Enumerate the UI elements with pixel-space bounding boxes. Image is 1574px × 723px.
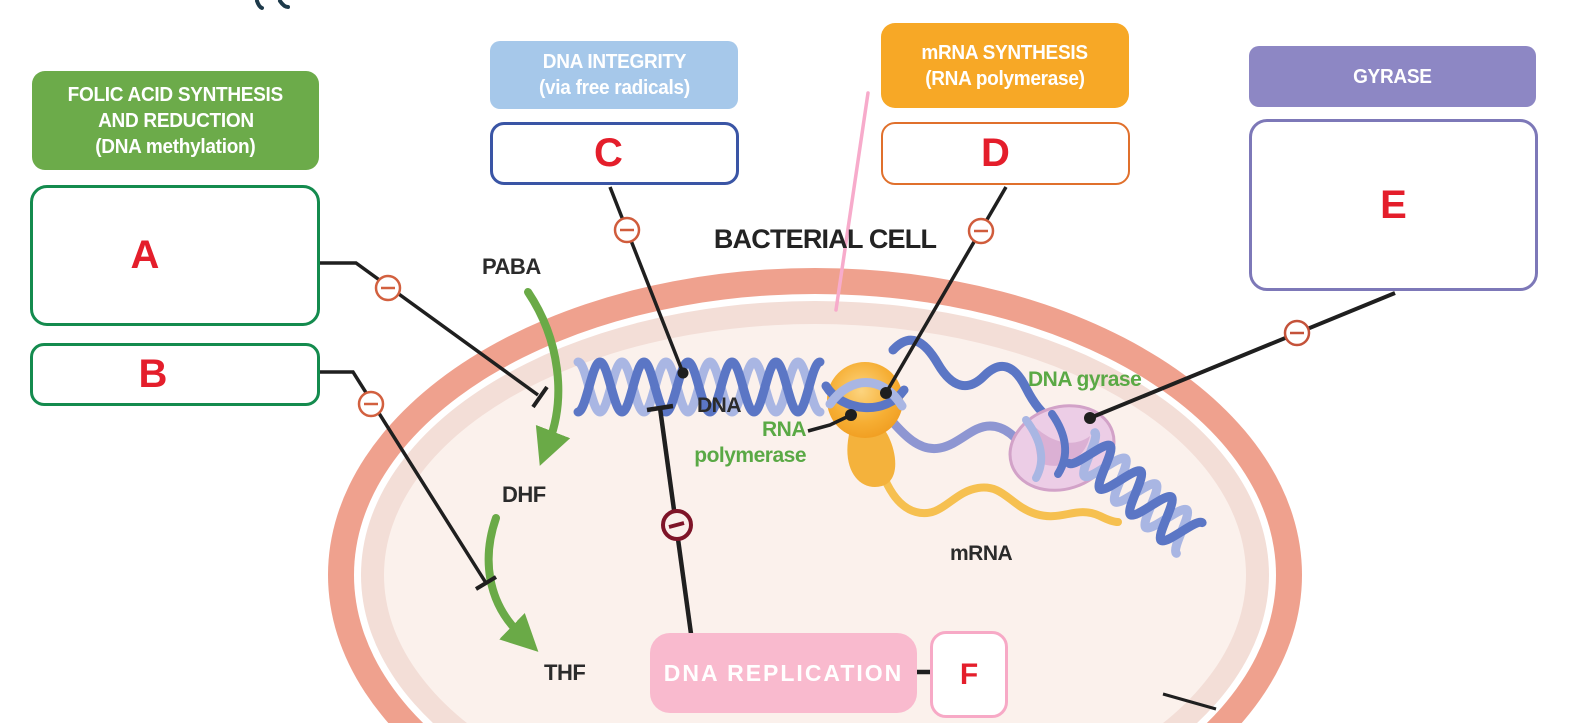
inhibition-icon-a: [374, 274, 402, 302]
answer-letter-d: D: [981, 131, 1010, 175]
answer-box-f[interactable]: F: [930, 631, 1008, 718]
mrna-label: mRNA: [950, 542, 1013, 565]
dna-label: DNA: [697, 394, 742, 417]
answer-letter-b: B: [138, 352, 168, 396]
header-line: mRNA SYNTHESIS: [921, 41, 1089, 64]
answer-box-b[interactable]: B: [30, 343, 320, 406]
answer-box-a[interactable]: A: [30, 185, 320, 326]
dhf-label: DHF: [502, 482, 546, 507]
inhibition-icon-c: [613, 216, 641, 244]
answer-box-e[interactable]: E: [1249, 119, 1538, 291]
thf-label: THF: [544, 660, 586, 685]
answer-letter-f: F: [959, 657, 979, 691]
connector-dots: [677, 367, 1096, 424]
answer-letter-a: A: [130, 233, 160, 277]
dna-replication-pill: DNA REPLICATION: [650, 633, 917, 713]
header-line: DNA INTEGRITY: [542, 51, 686, 73]
dna-strands-right: [881, 335, 1057, 457]
dna-helix-lower-right: [1064, 428, 1207, 558]
header-line: (RNA polymerase): [925, 67, 1085, 90]
answer-letter-c: C: [594, 131, 623, 175]
header-gyrase: GYRASE: [1249, 46, 1536, 107]
inhibition-icon-replication: [661, 509, 693, 541]
paba-label: PABA: [482, 254, 541, 279]
header-line: (via free radicals): [538, 77, 690, 99]
header-line: AND REDUCTION: [97, 109, 254, 132]
header-line: GYRASE: [1353, 65, 1432, 88]
header-mrna-synthesis: mRNA SYNTHESIS (RNA polymerase): [881, 23, 1129, 108]
answer-box-c[interactable]: C: [490, 122, 739, 185]
header-line: FOLIC ACID SYNTHESIS: [67, 83, 284, 106]
inhibition-icons: [357, 216, 1311, 541]
dna-replication-label: DNA REPLICATION: [663, 659, 904, 686]
dna-helix: [573, 357, 825, 417]
answer-letter-e: E: [1380, 182, 1407, 227]
header-folic-acid-synthesis: FOLIC ACID SYNTHESIS AND REDUCTION (DNA …: [32, 71, 319, 170]
mrna-strand: [864, 426, 1122, 526]
answer-box-d[interactable]: D: [881, 122, 1130, 185]
header-line: (DNA methylation): [95, 135, 256, 158]
dna-gyrase-label: DNA gyrase: [1028, 368, 1142, 391]
rna-polymerase-label-line1: RNA: [762, 418, 807, 441]
rna-polymerase-label: RNA polymerase: [688, 417, 806, 469]
rna-polymerase-label-line2: polymerase: [694, 444, 806, 467]
inhibition-icon-d: [967, 217, 995, 245]
inhibition-icon-e: [1283, 319, 1311, 347]
pink-annotation-line: [834, 91, 870, 312]
bacterial-cell-title: BACTERIAL CELL: [713, 224, 937, 254]
header-dna-integrity: DNA INTEGRITY (via free radicals): [490, 41, 738, 109]
inhibition-icon-b: [357, 390, 385, 418]
